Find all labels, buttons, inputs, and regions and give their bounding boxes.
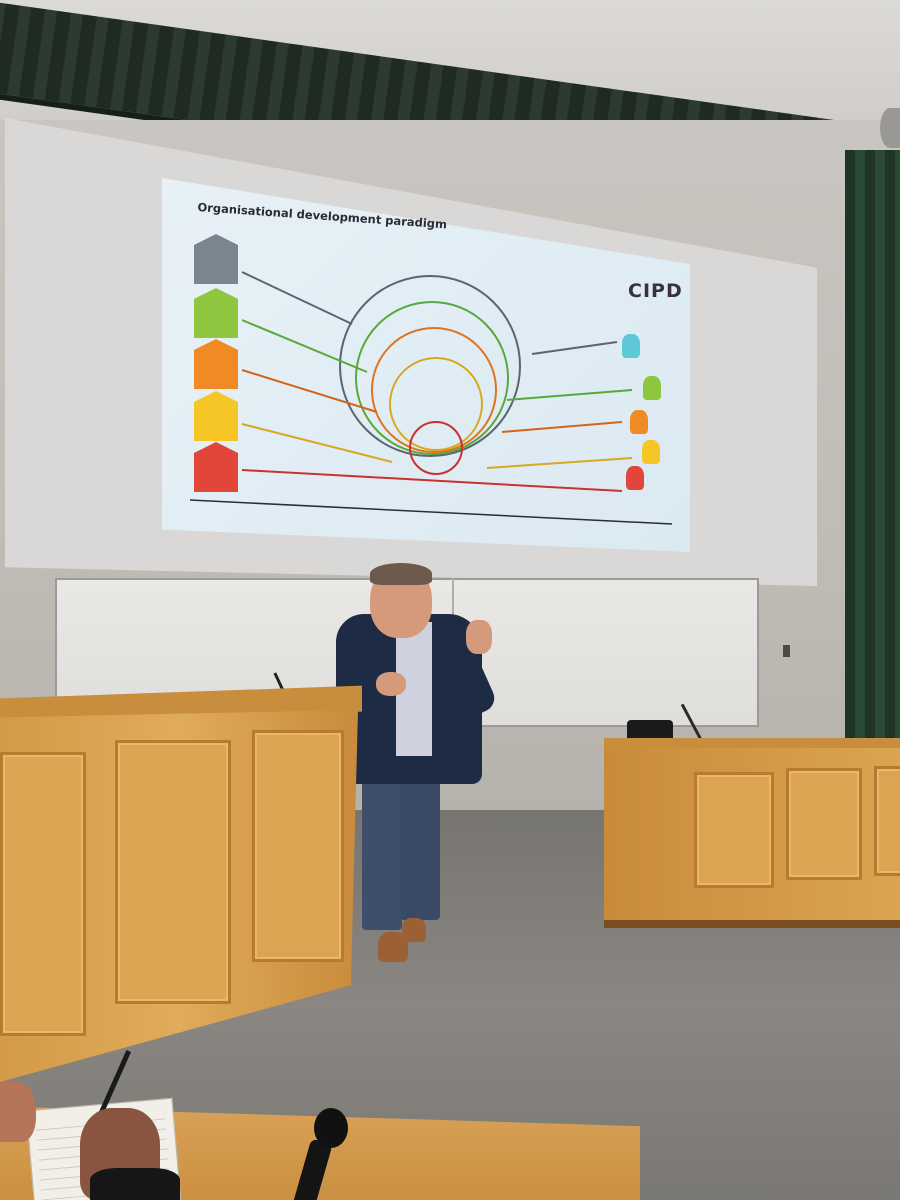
baseline — [189, 499, 673, 525]
cartoon-figure-red — [626, 466, 644, 490]
lectern-panel — [0, 752, 86, 1036]
orange-circle — [371, 327, 497, 453]
arrow-yellow — [241, 423, 393, 463]
paradigm-diagram — [189, 271, 673, 525]
cartoon-figure-orange — [630, 410, 648, 434]
lectern-panel — [115, 740, 231, 1004]
cartoon-figure-yellow — [642, 440, 660, 464]
audience-hand — [0, 1082, 36, 1142]
stage-curtain — [845, 150, 900, 740]
presenter-right-shoe — [402, 918, 426, 942]
arrow-right-grey — [531, 341, 618, 355]
cipd-logo: CIPD — [628, 280, 683, 302]
arrow-green — [241, 319, 368, 373]
presenter-raised-hand — [466, 620, 492, 654]
pluralistic-hexagon — [194, 288, 238, 338]
ceiling-speaker — [880, 108, 900, 148]
arrow-grey — [241, 271, 353, 325]
desk-panel — [786, 768, 862, 880]
cartoon-figure-teal — [622, 334, 640, 358]
achievement-hexagon — [194, 339, 238, 389]
green-circle — [355, 301, 509, 455]
desk-panel — [694, 772, 774, 888]
presenter-left-leg — [362, 780, 402, 930]
conformist-hexagon — [194, 391, 238, 441]
audience-sleeve — [90, 1168, 180, 1200]
office-chair — [627, 720, 673, 742]
cartoon-figure-green — [643, 376, 661, 400]
lectern-panel — [252, 730, 344, 962]
arrow-right-orange — [501, 421, 623, 433]
outer-circle — [339, 275, 521, 457]
arrow-red — [241, 469, 623, 492]
impulsive-hexagon — [194, 442, 238, 492]
presenter-hair — [370, 563, 432, 585]
wall-switch — [783, 645, 790, 657]
presenter-left-hand — [376, 672, 406, 696]
arrow-right-yellow — [486, 457, 633, 469]
handheld-microphone — [314, 1108, 348, 1148]
desk-panel — [874, 766, 900, 876]
presenter-right-leg — [400, 780, 440, 920]
red-circle — [409, 421, 463, 475]
evolutionary-hexagon — [194, 234, 238, 284]
arrow-right-green — [506, 389, 633, 401]
yellow-circle — [389, 357, 483, 451]
arrow-orange — [241, 369, 378, 413]
